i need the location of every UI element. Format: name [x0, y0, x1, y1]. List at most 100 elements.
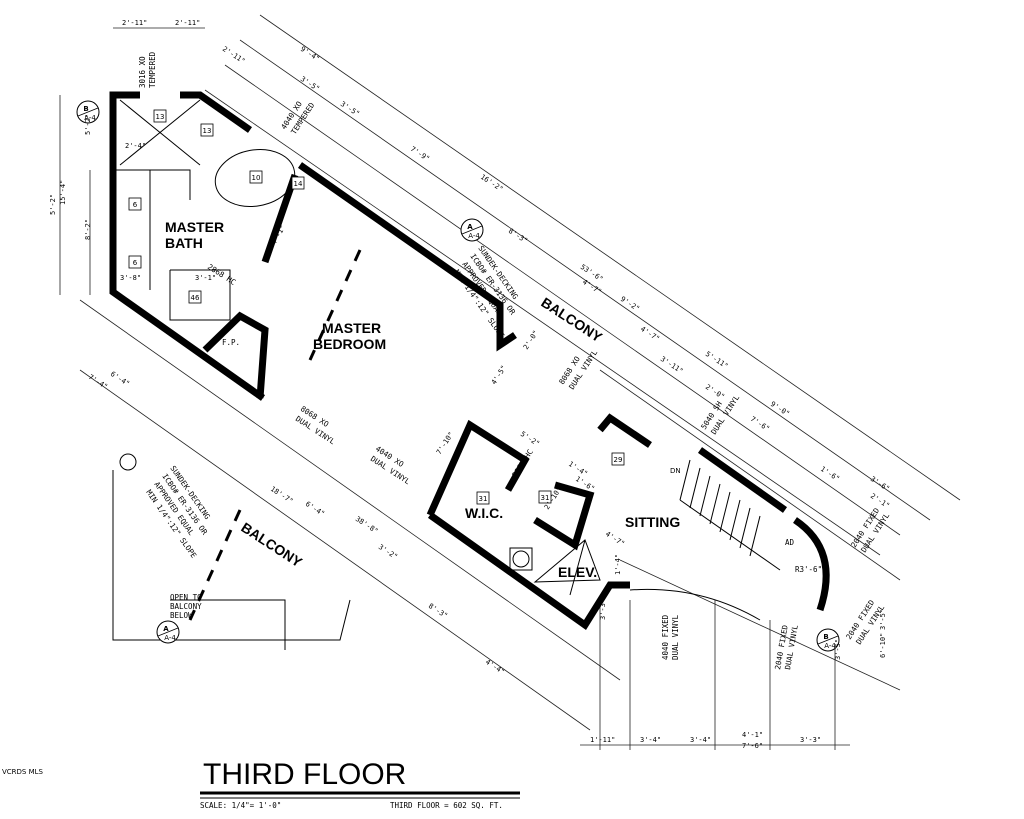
room-label-master-bedroom-2: BEDROOM: [313, 336, 386, 352]
fixture-tag: 6: [133, 259, 138, 267]
dimension-label: 1'-4": [614, 554, 622, 575]
fixture-tag: 31: [479, 495, 488, 503]
section-marker: BA-4: [76, 100, 100, 124]
dimension-label: 1'-11": [590, 736, 615, 744]
dimension-label: 2'-0": [704, 383, 726, 401]
dimension-label: 3'-6": [869, 475, 891, 493]
svg-text:B: B: [83, 105, 88, 113]
note: F.P.: [222, 338, 240, 347]
section-marker: AA-4: [156, 620, 180, 644]
stairs: [679, 459, 781, 571]
dimension-label: 5'-2": [519, 430, 541, 448]
note: R3'-6": [795, 565, 822, 574]
dimension-label: 7'-10": [435, 431, 455, 457]
dimension-label: 3'-4": [640, 736, 661, 744]
fixture-tag-box: [128, 255, 142, 269]
stairs-down-label: DN: [670, 467, 681, 475]
room-label-sitting: SITTING: [625, 514, 680, 530]
dimension-label: 4'-7": [639, 325, 661, 343]
dimension-label: 3'-3": [800, 736, 821, 744]
dimension-label: 2'-11": [175, 19, 200, 27]
dimension-label: 2'-0": [522, 329, 540, 351]
floor-area: THIRD FLOOR = 602 SQ. FT.: [390, 801, 503, 810]
fixture-tag-box: [476, 491, 490, 505]
room-label-balcony-lower: BALCONY: [238, 519, 305, 570]
svg-text:A: A: [467, 223, 473, 231]
dimension-label: 4'-5": [490, 364, 508, 386]
dimension-label: 2'-11": [122, 19, 147, 27]
note: 3016 XO: [138, 56, 147, 88]
note: OPEN TO: [170, 593, 202, 602]
svg-text:A: A: [163, 625, 169, 633]
dimension-label: 7'-6": [742, 742, 763, 750]
svg-text:A-4: A-4: [824, 642, 836, 650]
note: AD: [785, 538, 795, 547]
fixture-tag-box: [153, 109, 167, 123]
room-label-master-bath: MASTER: [165, 219, 224, 235]
drawing-title: THIRD FLOOR: [203, 758, 406, 791]
watermark: VCRDS MLS: [2, 768, 44, 776]
fixture-tag-box: [188, 290, 202, 304]
dimension-label: 6'-4": [109, 370, 131, 388]
dimension-label: 3'-8": [120, 274, 141, 282]
fixture-tag: 29: [614, 456, 623, 464]
dimension-label: 4'-4": [484, 658, 506, 676]
note: DUAL VINYL: [671, 614, 680, 660]
room-label-master-bedroom: MASTER: [322, 320, 381, 336]
svg-text:A-4: A-4: [84, 114, 96, 122]
walls: [109, 91, 830, 650]
note: BALCONY: [170, 602, 202, 611]
dimension-label: 9'-4": [299, 45, 321, 63]
dimension-label: 3'-11": [659, 355, 685, 375]
dimension-label: 7'-6": [749, 415, 771, 433]
svg-text:B: B: [823, 633, 828, 641]
fixture-tag-box: [538, 490, 552, 504]
fixture-tag-box: [291, 176, 305, 190]
note: 4040 FIXED: [661, 614, 670, 660]
dimension-label: 2'-11": [221, 45, 247, 65]
section-marker: BA-4: [816, 628, 840, 652]
fixture-tag-box: [249, 170, 263, 184]
dimension-label: 4'-7": [604, 530, 626, 548]
dimension-label: 9'-2": [619, 295, 641, 313]
fixture-tag: 10: [252, 174, 261, 182]
dimension-label: 38'-8": [354, 515, 380, 535]
dimension-label: 6'-4": [304, 500, 326, 518]
room-label-balcony-upper: BALCONY: [538, 294, 605, 345]
dimension-label: 6'-10": [879, 633, 887, 658]
note: TEMPERED: [148, 51, 157, 88]
dimension-label: 4'-1": [742, 731, 763, 739]
fixture-tag-box: [200, 123, 214, 137]
dimension-label: 18'-7": [269, 485, 295, 505]
dimension-label: 7'-4": [87, 373, 109, 391]
svg-text:A-4: A-4: [468, 232, 480, 240]
dimension-lines: [59, 14, 961, 750]
room-label-wic: W.I.C.: [465, 505, 503, 521]
dimension-label: 3'-5": [299, 75, 321, 93]
fixture-tag-box: [128, 197, 142, 211]
fixture-tag: 14: [294, 180, 303, 188]
dimension-label: 8'-3": [507, 227, 529, 245]
dimension-label: 3'-2": [377, 543, 399, 561]
fixture-tag: 6: [133, 201, 138, 209]
fixture-tag: 13: [156, 113, 165, 121]
fixture-tag: 46: [191, 294, 200, 302]
dimension-label: 8'-2": [84, 219, 92, 240]
room-label-elev: ELEV.: [558, 564, 597, 580]
dimension-label: 3'-3": [599, 599, 607, 620]
dimension-label: 16'-2": [479, 173, 505, 193]
svg-text:A-4: A-4: [164, 634, 176, 642]
dimension-label: 15'-4": [59, 180, 67, 205]
section-marker: AA-4: [460, 218, 484, 242]
dimension-label: 5'-2": [49, 194, 57, 215]
fixture-tag-box: [611, 452, 625, 466]
dimension-label: 3'-4": [690, 736, 711, 744]
dimension-label: 5'-2": [84, 114, 92, 135]
room-label-master-bath-2: BATH: [165, 235, 203, 251]
note: BELOW: [170, 611, 193, 620]
dimension-label: 7'-9": [409, 145, 431, 163]
dimension-label: 3'-5": [339, 100, 361, 118]
